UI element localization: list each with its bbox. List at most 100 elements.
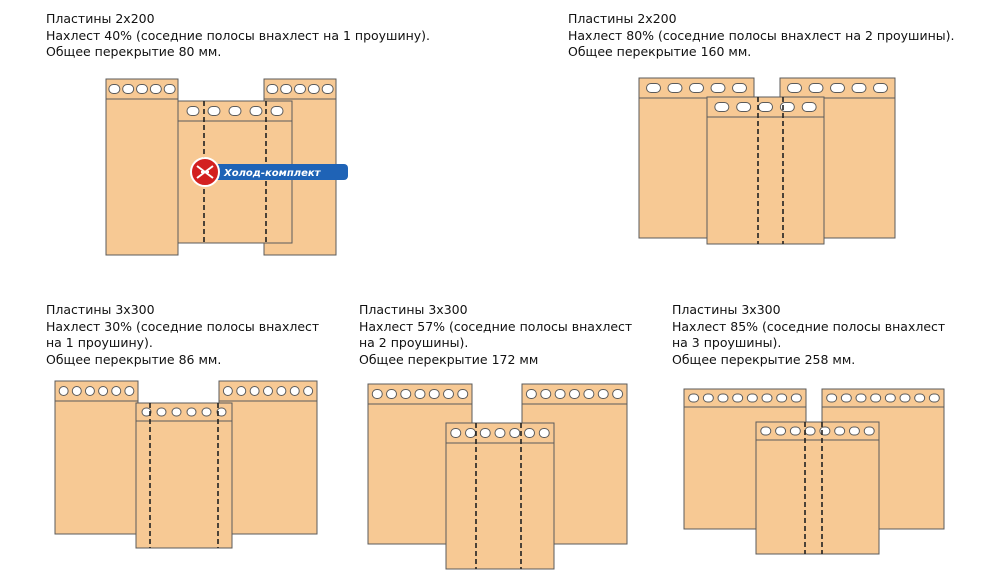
caption-line: Общее перекрытие 86 мм. [46,351,222,367]
mount-hole [228,106,242,116]
mount-hole [494,428,506,438]
mount-hole [371,389,383,399]
mount-hole [758,102,773,112]
mount-hole [222,386,233,396]
mount-hole [270,106,284,116]
mount-hole [400,389,412,399]
caption-line: Пластины 3х300 [359,302,468,317]
strip [706,96,825,245]
caption-line: на 3 проушины). [672,335,782,350]
mount-hole [414,389,426,399]
logo-mark-icon [196,165,214,179]
mount-hole [808,83,824,93]
mount-hole [732,83,747,93]
mount-hole [276,386,287,396]
mount-hole [855,393,867,403]
mount-hole [479,428,491,438]
mount-hole [870,393,882,403]
caption-line: Нахлест 30% (соседние полосы внахлест [46,318,320,334]
mount-hole [884,393,896,403]
diagram-3x300-85 [683,388,945,555]
mount-hole [122,84,135,94]
mount-hole [688,393,700,403]
mount-hole [667,83,683,93]
mount-hole [834,426,846,436]
diagram-3x300-30 [54,380,318,549]
mount-hole [899,393,911,403]
caption-line: Нахлест 80% (соседние полосы внахлест на… [568,27,955,43]
strip [54,380,139,535]
caption-line: Нахлест 40% (соседние полосы внахлест на… [46,27,431,43]
mount-hole [249,386,260,396]
mount-hole [136,84,148,94]
mount-hole [597,389,609,399]
mount-hole [760,426,772,436]
caption-2x200-80: Пластины 2х200 Нахлест 80% (соседние пол… [568,11,955,61]
mount-hole [554,389,566,399]
mount-hole [914,393,926,403]
caption-3x300-85: Пластины 3х300 Нахлест 85% (соседние пол… [672,302,945,368]
mount-hole [761,393,773,403]
mount-hole [186,106,200,116]
mount-hole [84,386,95,396]
caption-line: на 1 проушину). [46,335,153,350]
caption-line: Общее перекрытие 80 мм. [46,44,222,59]
mount-hole [307,84,320,94]
mount-hole [873,83,888,93]
strip [105,78,179,256]
mount-hole [108,84,121,94]
mount-hole [789,426,801,436]
mount-hole [848,426,860,436]
mount-hole [804,426,816,436]
mount-hole [465,428,476,438]
diagram-2x200-80 [638,77,896,245]
caption-line: Пластины 3х300 [46,302,155,317]
mount-hole [236,386,247,396]
mount-hole [538,428,550,438]
caption-line: Пластины 2х200 [568,11,677,26]
mount-hole [714,102,730,112]
mount-hole [775,426,787,436]
mount-hole [540,389,552,399]
mount-hole [801,102,817,112]
caption-line: Общее перекрытие 160 мм. [568,44,752,59]
logo-banner [200,164,348,180]
caption-line: Нахлест 85% (соседние полосы внахлест [672,318,946,334]
mount-hole [124,386,135,396]
diagram-3x300-57 [367,383,628,570]
mount-hole [186,407,197,417]
caption-3x300-57: Пластины 3х300 Нахлест 57% (соседние пол… [359,302,632,368]
mount-hole [790,393,802,403]
mount-hole [826,393,838,403]
mount-hole [443,389,454,399]
mount-hole [830,83,845,93]
mount-hole [149,84,162,94]
caption-line: Нахлест 57% (соседние полосы внахлест [359,318,633,334]
mount-hole [863,426,875,436]
mount-hole [249,106,263,116]
mount-hole [171,407,182,417]
mount-hole [702,393,714,403]
mount-hole [266,84,279,94]
mount-hole [450,428,462,438]
mount-hole [303,386,314,396]
mount-hole [779,102,795,112]
mount-hole [321,84,334,94]
caption-line: Пластины 3х300 [672,302,781,317]
mount-hole [717,393,729,403]
mount-hole [851,83,867,93]
strip [445,422,555,570]
strip [755,421,880,555]
mount-hole [928,393,940,403]
mount-hole [263,386,273,396]
caption-2x200-40: Пластины 2х200 Нахлест 40% (соседние пол… [46,11,430,61]
mount-hole [689,83,704,93]
mount-hole [776,393,788,403]
mount-hole [58,386,69,396]
mount-hole [569,389,580,399]
mount-hole [583,389,595,399]
mount-hole [156,407,167,417]
mount-hole [386,389,397,399]
caption-3x300-30: Пластины 3х300 Нахлест 30% (соседние пол… [46,302,319,368]
